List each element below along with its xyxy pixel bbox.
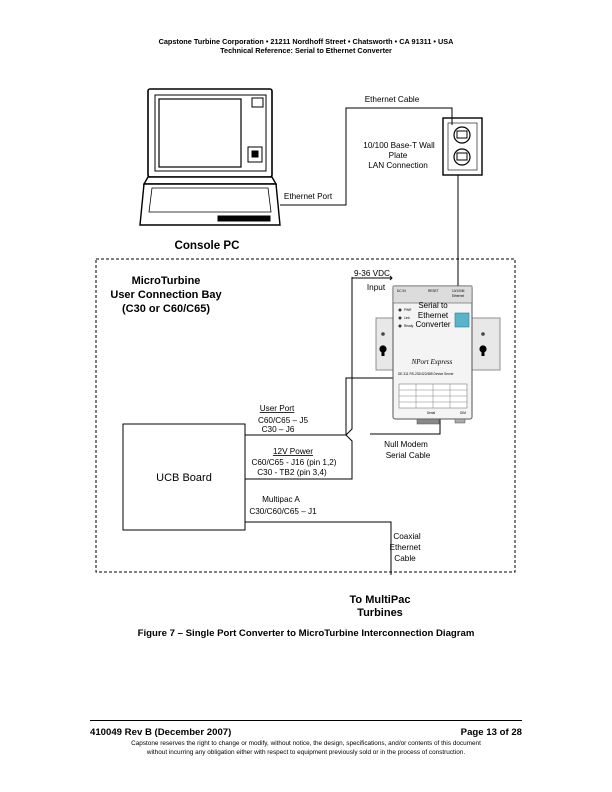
- converter-label-1: Serial to: [418, 301, 448, 310]
- ethernet-port-label: Ethernet Port: [284, 192, 333, 201]
- null-modem-cable-line: [370, 419, 441, 435]
- moxa-logo-icon: [454, 312, 470, 328]
- led-icon: [398, 316, 402, 320]
- coaxial-label-1: Coaxial: [393, 532, 420, 541]
- figure-caption: Figure 7 – Single Port Converter to Micr…: [137, 628, 475, 639]
- led-label-pwr: PWR: [404, 308, 412, 312]
- power-input-label-2: Input: [367, 283, 386, 292]
- footer-disclaimer-line-2: without incurring any obligation either …: [146, 748, 466, 756]
- bay-title-1: MicroTurbine: [132, 275, 201, 287]
- device-model: DE-311 RS-232/422/485 Device Server: [398, 372, 455, 376]
- device-top-reset: RESET: [428, 289, 439, 293]
- mount-hole-icon: [479, 332, 487, 356]
- wall-plate-label-1: 10/100 Base-T Wall: [363, 141, 435, 150]
- db9-connector: [416, 418, 440, 425]
- power-12v-label-3: C30 - TB2 (pin 3,4): [257, 468, 327, 477]
- console-pc-label: Console PC: [174, 239, 240, 252]
- null-modem-label-2: Serial Cable: [386, 451, 431, 460]
- mount-hole-icon: [379, 332, 387, 356]
- coaxial-label-2: Ethernet: [390, 543, 422, 552]
- power-input-arrow: [389, 275, 393, 281]
- bay-title-2: User Connection Bay: [110, 289, 222, 301]
- bay-title-3: (C30 or C60/C65): [122, 303, 210, 315]
- footer-divider: [90, 720, 522, 721]
- wall-plate-icon: [442, 117, 483, 176]
- laptop-icon: [139, 88, 281, 226]
- device-top-speed: 10/100M: [452, 289, 465, 293]
- ethernet-cable-label: Ethernet Cable: [365, 95, 420, 104]
- ucb-board-box: [122, 423, 246, 531]
- header-company: Capstone Turbine Corporation • 21211 Nor…: [158, 37, 454, 46]
- device-top-dcin: DC IN: [397, 289, 406, 293]
- null-modem-label-1: Null Modem: [384, 440, 428, 449]
- device-brand: NPort Express: [411, 358, 453, 366]
- user-port-label-1: User Port: [260, 404, 295, 413]
- converter-label-3: Converter: [415, 320, 450, 329]
- power-12v-label-1: 12V Power: [273, 447, 313, 456]
- user-port-cable-line: [245, 377, 393, 436]
- to-multipac-label-1: To MultiPac: [350, 594, 411, 606]
- ucb-board-label: UCB Board: [156, 472, 212, 484]
- converter-label-2: Ethernet: [418, 311, 449, 320]
- interconnection-diagram: Ethernet Cable 10/100 Base-T Wall Plate …: [95, 88, 516, 619]
- power-input-label-1: 9-36 VDC: [354, 269, 390, 278]
- page-number: Page 13 of 28: [460, 727, 522, 738]
- coaxial-label-3: Cable: [394, 554, 416, 563]
- wall-plate-label-2: Plate: [389, 151, 408, 160]
- device-bottom-dim: DIM: [460, 411, 466, 415]
- coax-cable-line: [245, 521, 392, 575]
- header-title: Technical Reference: Serial to Ethernet …: [220, 46, 392, 55]
- multipac-a-label-2: C30/C60/C65 – J1: [249, 507, 317, 516]
- led-icon: [398, 308, 402, 312]
- to-multipac-label-2: Turbines: [357, 607, 403, 619]
- user-port-label-2: C60/C65 – J5: [258, 416, 309, 425]
- footer-disclaimer: Capstone reserves the right to change or…: [90, 740, 522, 757]
- multipac-a-label-1: Multipac A: [262, 495, 300, 504]
- user-port-label-3: C30 – J6: [262, 425, 295, 434]
- document-number: 410049 Rev B (December 2007): [90, 727, 232, 738]
- wall-plate-label-3: LAN Connection: [368, 161, 428, 170]
- power-12v-label-2: C60/C65 - J16 (pin 1,2): [251, 458, 336, 467]
- connection-bay-border: [95, 258, 516, 573]
- ethernet-cable-line: [280, 107, 453, 206]
- led-icon: [398, 324, 402, 328]
- led-label-ready: Ready: [404, 324, 414, 328]
- device-top-ethernet: Ethernet: [452, 294, 464, 298]
- footer-disclaimer-line-1: Capstone reserves the right to change or…: [131, 740, 481, 747]
- led-label-link: Link: [404, 316, 410, 320]
- nport-device: [375, 285, 501, 425]
- device-bottom-serial: Serial: [427, 411, 435, 415]
